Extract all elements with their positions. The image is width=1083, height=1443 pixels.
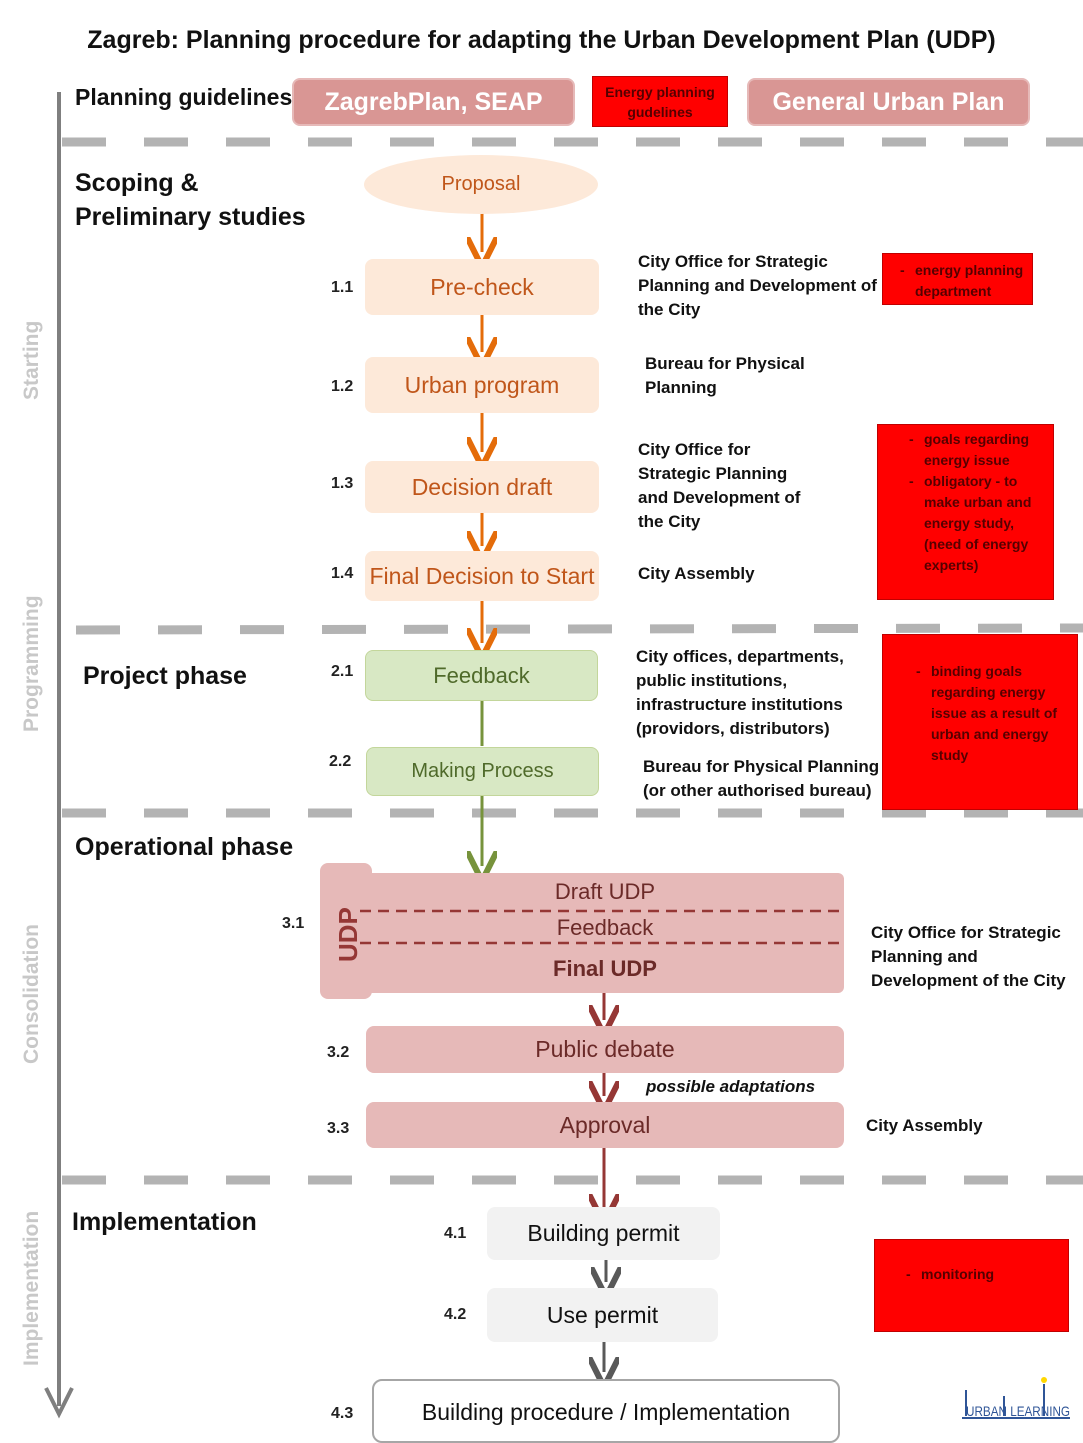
energy-binding-goals-note: binding goals regarding energy issue as … (882, 634, 1078, 810)
step-number: 2.1 (331, 663, 354, 680)
step-number: 3.1 (282, 915, 305, 932)
energy-planning-guidelines-box: Energy planning gudelines (592, 76, 728, 127)
energy-goals-item: obligatory - to make urban and energy st… (909, 471, 1045, 576)
logo-text: URBAN LEARNING (966, 1403, 1070, 1419)
implementation-phase-label: Implementation (72, 1208, 257, 1236)
udp-draft: Draft UDP (554, 879, 656, 904)
udp-dashed-dividers (360, 909, 844, 945)
udp-feedback: Feedback (556, 915, 654, 940)
project-phase-label: Project phase (83, 662, 247, 690)
step-number: 3.3 (327, 1120, 350, 1137)
step-pre-check: Pre-check (365, 259, 599, 315)
udp-side-tab (320, 863, 372, 999)
udp-final: Final UDP (553, 956, 657, 981)
step-urban-program: Urban program (365, 357, 599, 413)
planning-guidelines-label: Planning guidelines (75, 84, 293, 110)
step-number: 4.1 (444, 1225, 467, 1242)
step-number: 1.2 (331, 378, 354, 395)
urban-learning-logo: URBAN LEARNING (960, 1376, 1075, 1424)
responsible-feedback: City offices, departments, public instit… (636, 647, 844, 738)
step-number: 1.1 (331, 279, 354, 296)
step-number: 3.2 (327, 1044, 350, 1061)
energy-goals-note: goals regarding energy issue obligatory … (877, 424, 1054, 600)
energy-binding-goals-text: binding goals regarding energy issue as … (916, 661, 1069, 766)
step-approval: Approval (366, 1102, 844, 1148)
page-title: Zagreb: Planning procedure for adapting … (87, 26, 996, 54)
responsible-pre-check: City Office for Strategic Planning and D… (638, 252, 877, 319)
step-number: 4.2 (444, 1306, 467, 1323)
step-final-decision: Final Decision to Start (365, 551, 599, 601)
zagrebplan-seap-box: ZagrebPlan, SEAP (292, 78, 575, 126)
step-building-permit: Building permit (487, 1207, 720, 1260)
scoping-phase-label: Scoping & Preliminary studies (75, 169, 306, 231)
step-public-debate: Public debate (366, 1026, 844, 1073)
urban-learning-logo-graphic: URBAN LEARNING (962, 1377, 1070, 1419)
energy-department-note: energy planning department (882, 253, 1033, 305)
step-number: 1.3 (331, 475, 354, 492)
step-decision-draft: Decision draft (365, 461, 599, 513)
step-building-procedure: Building procedure / Implementation (372, 1379, 840, 1443)
timeline-arrow (44, 92, 74, 1419)
step-use-permit: Use permit (487, 1288, 718, 1342)
proposal-node: Proposal (364, 155, 598, 214)
step-making-process: Making Process (366, 747, 599, 796)
responsible-decision-draft: City Office for Strategic Planning and D… (638, 440, 801, 531)
operational-phase-label: Operational phase (75, 833, 294, 861)
step-number: 4.3 (331, 1405, 354, 1422)
energy-goals-item: goals regarding energy issue (909, 429, 1045, 471)
responsible-approval: City Assembly (866, 1116, 983, 1135)
energy-department-text: energy planning department (900, 260, 1024, 302)
responsible-udp: City Office for Strategic Planning and D… (871, 923, 1066, 990)
responsible-making-process: Bureau for Physical Planning (or other a… (643, 757, 880, 800)
udp-block (366, 873, 844, 993)
responsible-final-decision: City Assembly (638, 564, 755, 583)
energy-monitoring-text: monitoring (906, 1264, 1060, 1285)
responsible-urban-program: Bureau for Physical Planning (645, 354, 805, 397)
step-number: 1.4 (331, 565, 354, 582)
general-urban-plan-box: General Urban Plan (747, 78, 1030, 126)
step-feedback: Feedback (365, 650, 598, 701)
possible-adaptations-note: possible adaptations (646, 1077, 816, 1096)
energy-monitoring-note: monitoring (874, 1239, 1069, 1332)
step-number: 2.2 (329, 753, 352, 770)
